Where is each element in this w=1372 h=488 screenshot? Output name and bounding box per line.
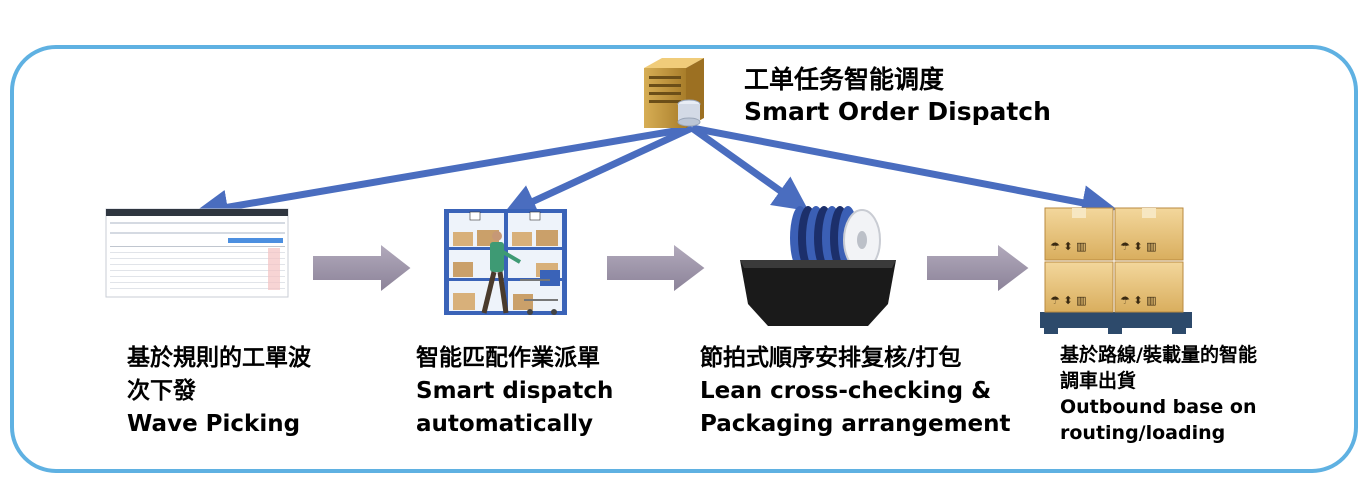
step-2-zh-line1: 智能匹配作業派單 [416,345,600,371]
step-2-en-line2: automatically [416,411,593,437]
svg-text:☂ ⬍ ▥: ☂ ⬍ ▥ [1120,294,1156,307]
dispatch-arrow-4 [691,124,1117,220]
flow-arrows [311,240,1032,296]
dispatch-arrow-1 [193,124,693,225]
pallet-boxes-icon: ☂ ⬍ ▥ ☂ ⬍ ▥ ☂ ⬍ ▥ ☂ ⬍ ▥ [1040,207,1192,334]
flow-arrow-1 [311,240,414,296]
step-1-zh-line2: 次下發 [127,378,196,404]
step-1-label: 基於規則的工單波 次下發 Wave Picking [127,342,311,441]
svg-text:☂ ⬍ ▥: ☂ ⬍ ▥ [1050,294,1086,307]
step-1-en-line1: Wave Picking [127,411,301,437]
flow-arrow-2 [605,240,708,296]
dispatch-arrows [193,124,1117,225]
reel-tray-icon [740,206,896,326]
svg-text:☂ ⬍ ▥: ☂ ⬍ ▥ [1050,240,1086,253]
screenshot-icon [105,208,289,298]
step-2-en-line1: Smart dispatch [416,378,614,404]
step-2-label: 智能匹配作業派單 Smart dispatch automatically [416,342,613,441]
step-4-label: 基於路線/裝載量的智能 調車出貨 Outbound base on routin… [1060,342,1257,446]
hub-title-zh: 工单任务智能调度 [744,65,945,94]
step-3-en-line1: Lean cross-checking & [700,378,992,404]
step-4-zh-line1: 基於路線/裝載量的智能 [1060,344,1257,366]
step-4-en-line2: routing/loading [1060,422,1226,444]
step-4-en-line1: Outbound base on [1060,396,1257,418]
hub-title-en: Smart Order Dispatch [744,97,1051,126]
flow-arrow-3 [925,240,1032,296]
step-4-zh-line2: 調車出貨 [1060,370,1137,392]
hub-title: 工单任务智能调度 Smart Order Dispatch [744,64,1051,128]
step-3-label: 節拍式順序安排复核/打包 Lean cross-checking & Packa… [700,342,1011,441]
step-3-en-line2: Packaging arrangement [700,411,1011,437]
step-3-zh-line1: 節拍式順序安排复核/打包 [700,345,962,371]
server-icon [644,58,704,128]
warehouse-picker-icon [444,209,567,315]
step-1-zh-line1: 基於規則的工單波 [127,345,311,371]
dispatch-arrow-3 [689,125,809,212]
dispatch-arrow-2 [501,124,694,218]
svg-text:☂ ⬍ ▥: ☂ ⬍ ▥ [1120,240,1156,253]
